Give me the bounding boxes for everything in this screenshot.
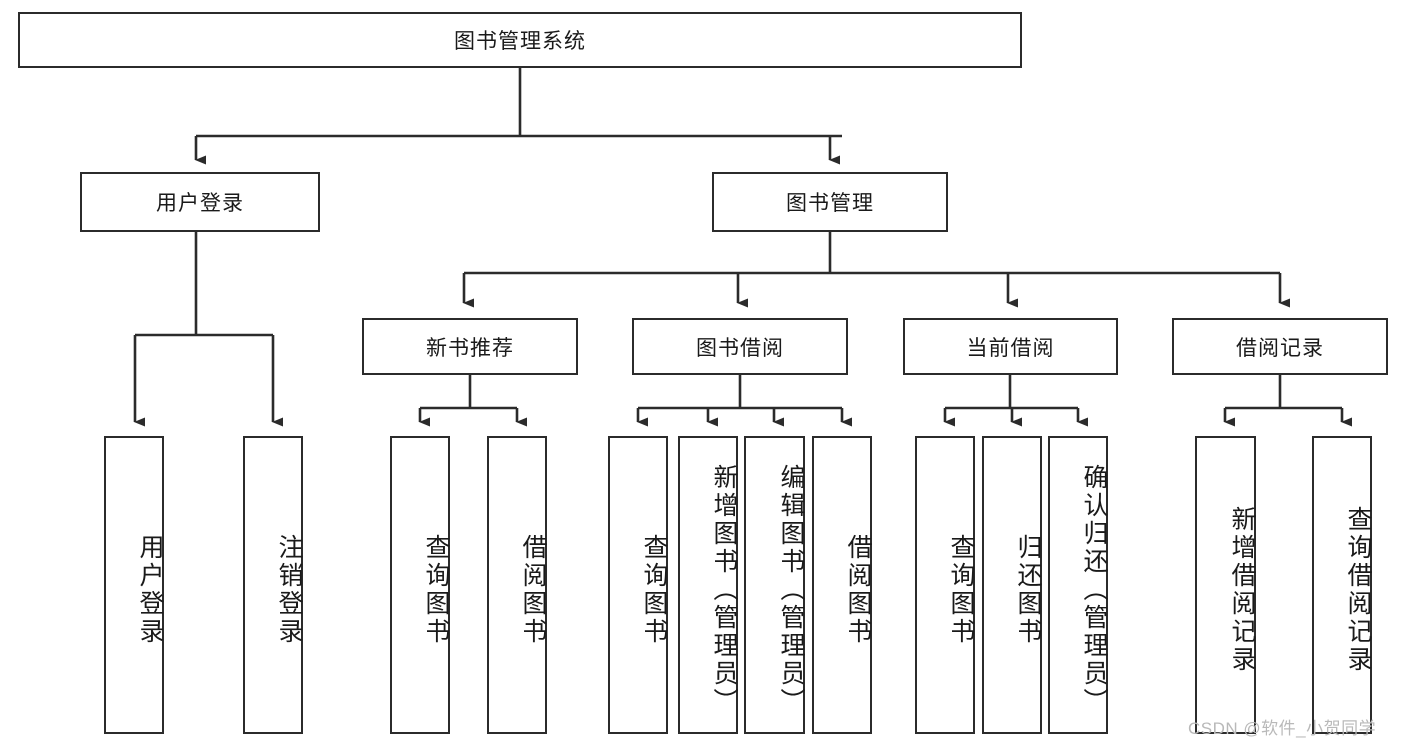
leaf-recommend-query-book[interactable]: 查询图书 xyxy=(390,436,450,734)
node-user-login[interactable]: 用户登录 xyxy=(80,172,320,232)
node-current-borrow[interactable]: 当前借阅 xyxy=(903,318,1118,375)
leaf-borrow-edit-book[interactable]: 编辑图书（管理员） xyxy=(744,436,805,734)
leaf-borrow-add-book-label: 新增图书（管理员） xyxy=(710,464,738,716)
leaf-record-query-label: 查询借阅记录 xyxy=(1344,506,1372,674)
leaf-user-logout[interactable]: 注销登录 xyxy=(243,436,303,734)
leaf-borrow-add-book[interactable]: 新增图书（管理员） xyxy=(678,436,738,734)
node-root[interactable]: 图书管理系统 xyxy=(18,12,1022,68)
leaf-current-return-book-label: 归还图书 xyxy=(1014,534,1042,646)
leaf-recommend-borrow-book[interactable]: 借阅图书 xyxy=(487,436,547,734)
leaf-borrow-borrow-book[interactable]: 借阅图书 xyxy=(812,436,872,734)
leaf-current-query-book-label: 查询图书 xyxy=(947,534,975,646)
node-book-management-label: 图书管理 xyxy=(786,192,874,215)
node-book-management[interactable]: 图书管理 xyxy=(712,172,948,232)
node-current-borrow-label: 当前借阅 xyxy=(966,336,1055,360)
node-book-borrow[interactable]: 图书借阅 xyxy=(632,318,848,375)
leaf-borrow-query-book-label: 查询图书 xyxy=(640,534,668,646)
leaf-borrow-edit-book-label: 编辑图书（管理员） xyxy=(777,464,805,716)
node-book-borrow-label: 图书借阅 xyxy=(696,336,784,360)
leaf-user-login-label: 用户登录 xyxy=(136,534,164,646)
node-new-book-recommend-label: 新书推荐 xyxy=(426,336,514,360)
leaf-user-logout-label: 注销登录 xyxy=(275,534,303,646)
leaf-record-query[interactable]: 查询借阅记录 xyxy=(1312,436,1372,734)
leaf-borrow-borrow-book-label: 借阅图书 xyxy=(844,534,872,646)
node-borrow-record-label: 借阅记录 xyxy=(1236,336,1324,360)
node-root-label: 图书管理系统 xyxy=(454,30,586,53)
leaf-user-login[interactable]: 用户登录 xyxy=(104,436,164,734)
leaf-borrow-query-book[interactable]: 查询图书 xyxy=(608,436,668,734)
watermark: CSDN @软件_小贺同学 xyxy=(1188,719,1377,738)
leaf-record-add-label: 新增借阅记录 xyxy=(1228,506,1256,674)
leaf-current-confirm-return-label: 确认归还（管理员） xyxy=(1080,464,1108,716)
leaf-recommend-borrow-book-label: 借阅图书 xyxy=(519,534,547,646)
leaf-recommend-query-book-label: 查询图书 xyxy=(422,534,450,646)
node-borrow-record[interactable]: 借阅记录 xyxy=(1172,318,1388,375)
leaf-current-return-book[interactable]: 归还图书 xyxy=(982,436,1042,734)
leaf-current-query-book[interactable]: 查询图书 xyxy=(915,436,975,734)
node-user-login-label: 用户登录 xyxy=(156,192,244,215)
leaf-current-confirm-return[interactable]: 确认归还（管理员） xyxy=(1048,436,1108,734)
node-new-book-recommend[interactable]: 新书推荐 xyxy=(362,318,578,375)
leaf-record-add[interactable]: 新增借阅记录 xyxy=(1195,436,1256,734)
